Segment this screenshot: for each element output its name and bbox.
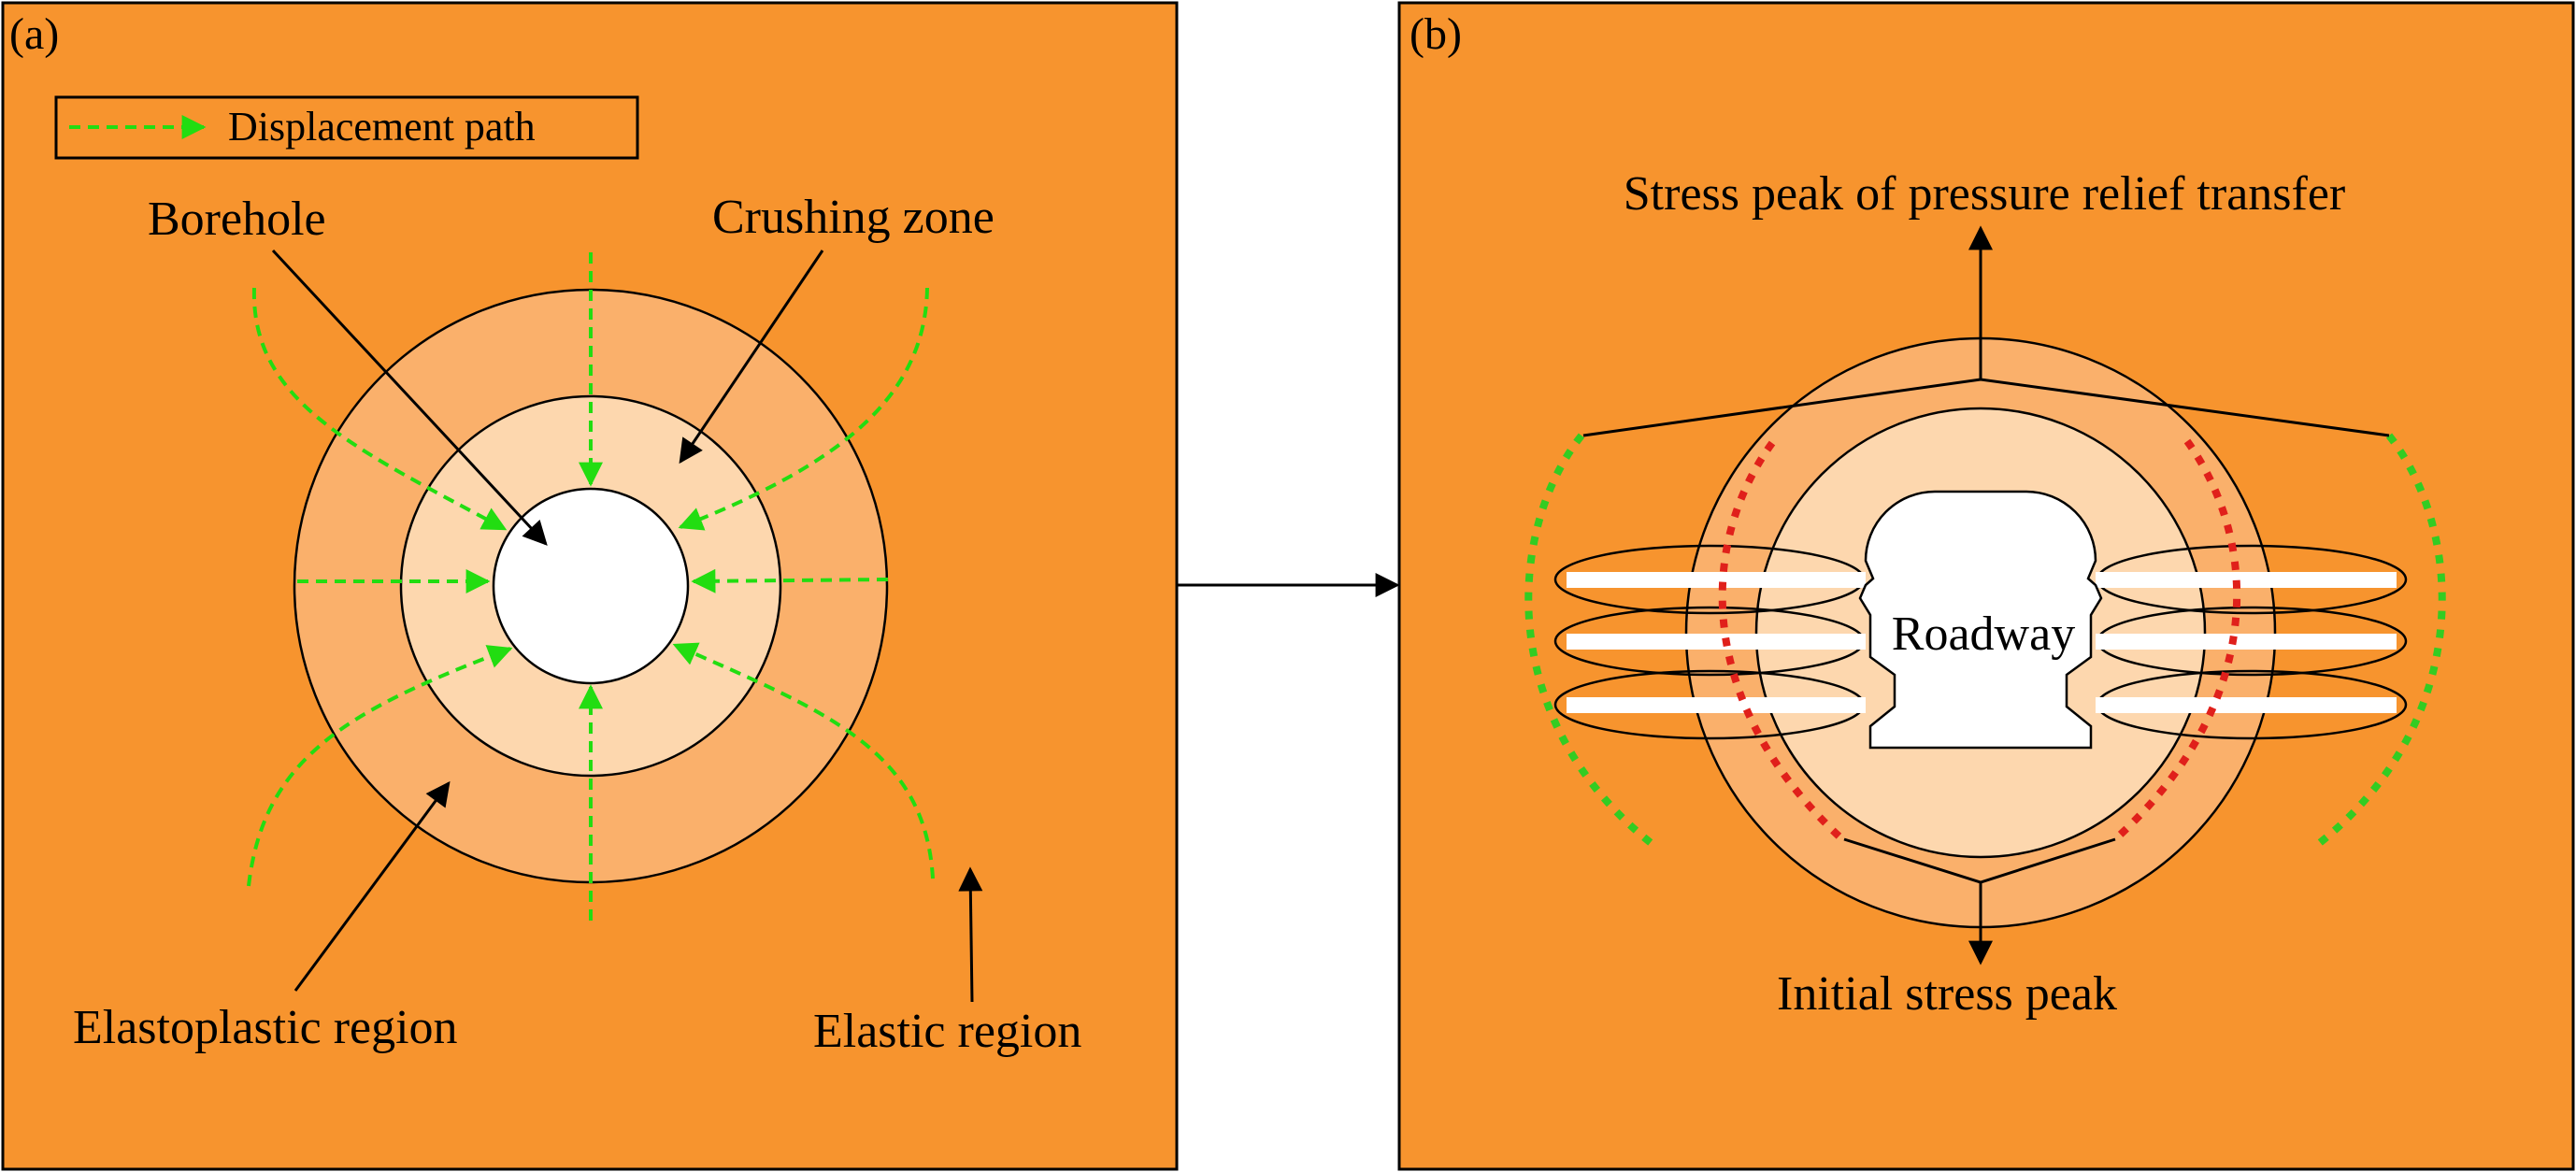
displacement-path-right <box>691 568 889 593</box>
panel-a-tag: (a) <box>9 9 59 59</box>
elastoplastic-region-pointer <box>293 780 451 992</box>
borehole-label: Borehole <box>148 193 326 246</box>
transfer-stress-peak-left <box>1524 433 1661 852</box>
legend-label: Displacement path <box>228 104 536 150</box>
transfer-peak-label: Stress peak of pressure relief transfer <box>1624 167 2345 221</box>
panel-a: (a) Displacement path Borehole Crushing … <box>1 1 1179 1171</box>
elastoplastic-region-label: Elastoplastic region <box>73 1001 458 1054</box>
slit-left-1 <box>1567 572 1866 588</box>
transfer-stress-peak-right <box>2310 433 2446 852</box>
displacement-path-top-right <box>678 287 929 531</box>
displacement-path-top-left <box>251 287 508 531</box>
legend-box <box>54 95 639 160</box>
slit-right-1 <box>2096 572 2397 588</box>
displacement-paths <box>247 252 935 921</box>
panel-b-tag: (b) <box>1410 9 1462 59</box>
crushing-zone-pointer <box>679 250 824 465</box>
roadway-label: Roadway <box>1892 607 2075 661</box>
legend: Displacement path <box>54 95 639 160</box>
panel-b: (b) <box>1397 1 2575 1171</box>
borehole-pointer <box>271 249 548 546</box>
elastic-region-pointer <box>958 866 983 1003</box>
crushing-zone-label: Crushing zone <box>712 191 995 244</box>
roadway-opening <box>1858 490 2103 750</box>
displacement-path-bottom-left <box>247 645 513 887</box>
relief-slits <box>1553 544 2408 740</box>
slit-left-3 <box>1567 697 1866 713</box>
initial-peak-label: Initial stress peak <box>1777 967 2117 1021</box>
elastic-region-label: Elastic region <box>813 1005 1081 1058</box>
slit-right-2 <box>2096 634 2397 650</box>
slit-right-3 <box>2096 697 2397 713</box>
initial-stress-peak-left <box>1718 440 1845 842</box>
displacement-path-bottom-right <box>672 642 935 879</box>
slit-left-2 <box>1567 634 1866 650</box>
